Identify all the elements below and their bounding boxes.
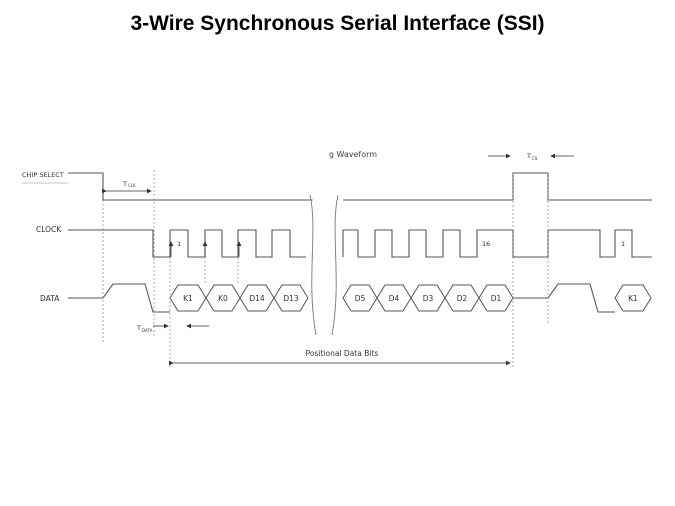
svg-text:D3: D3 bbox=[423, 294, 434, 303]
page-title: 3-Wire Synchronous Serial Interface (SSI… bbox=[130, 12, 545, 35]
clock-label: CLOCK bbox=[36, 225, 62, 234]
svg-text:D14: D14 bbox=[249, 294, 265, 303]
chip-select-label: CHIP SELECT bbox=[22, 171, 64, 179]
svg-text:K1: K1 bbox=[183, 294, 193, 303]
clock-waveform bbox=[68, 229, 652, 258]
data-bit-d4: D4 bbox=[376, 284, 412, 312]
timing-waveform-caption: Timing Waveform bbox=[306, 150, 377, 159]
t-cs-label: T bbox=[526, 152, 531, 160]
t-clk-label: T bbox=[122, 180, 127, 188]
data-bit-k0: K0 bbox=[205, 284, 241, 312]
chip-select-waveform bbox=[68, 172, 652, 201]
svg-text:K1: K1 bbox=[628, 294, 638, 303]
svg-text:D4: D4 bbox=[389, 294, 400, 303]
clock-label-1: 1 bbox=[177, 240, 181, 248]
waveform-break bbox=[306, 150, 339, 336]
t-clk-subscript: CLK bbox=[128, 183, 136, 188]
svg-text:K0: K0 bbox=[218, 294, 228, 303]
clock-label-16: 16 bbox=[482, 240, 490, 248]
data-bit-d14: D14 bbox=[239, 284, 275, 312]
data-bit-d2: D2 bbox=[444, 284, 480, 312]
data-bit-d13: D13 bbox=[273, 284, 309, 312]
svg-text:D1: D1 bbox=[491, 294, 502, 303]
svg-text:D13: D13 bbox=[283, 294, 299, 303]
data-bit-k1: K1 bbox=[169, 284, 207, 312]
t-data-label: T bbox=[136, 324, 141, 332]
svg-text:D5: D5 bbox=[355, 294, 366, 303]
data-bit-d3: D3 bbox=[410, 284, 446, 312]
svg-text:D2: D2 bbox=[457, 294, 468, 303]
data-bit-d1: D1 bbox=[478, 284, 514, 312]
data-bit-next-k1: K1 bbox=[614, 284, 652, 312]
data-bit-d5: D5 bbox=[342, 284, 378, 312]
data-label: DATA bbox=[40, 294, 60, 303]
t-cs-subscript: CS bbox=[532, 156, 538, 161]
t-data-subscript: DATA bbox=[142, 328, 153, 333]
clock-label-next-1: 1 bbox=[621, 240, 625, 248]
positional-data-bits-label: Positional Data Bits bbox=[306, 349, 379, 358]
data-waveform bbox=[68, 283, 615, 313]
